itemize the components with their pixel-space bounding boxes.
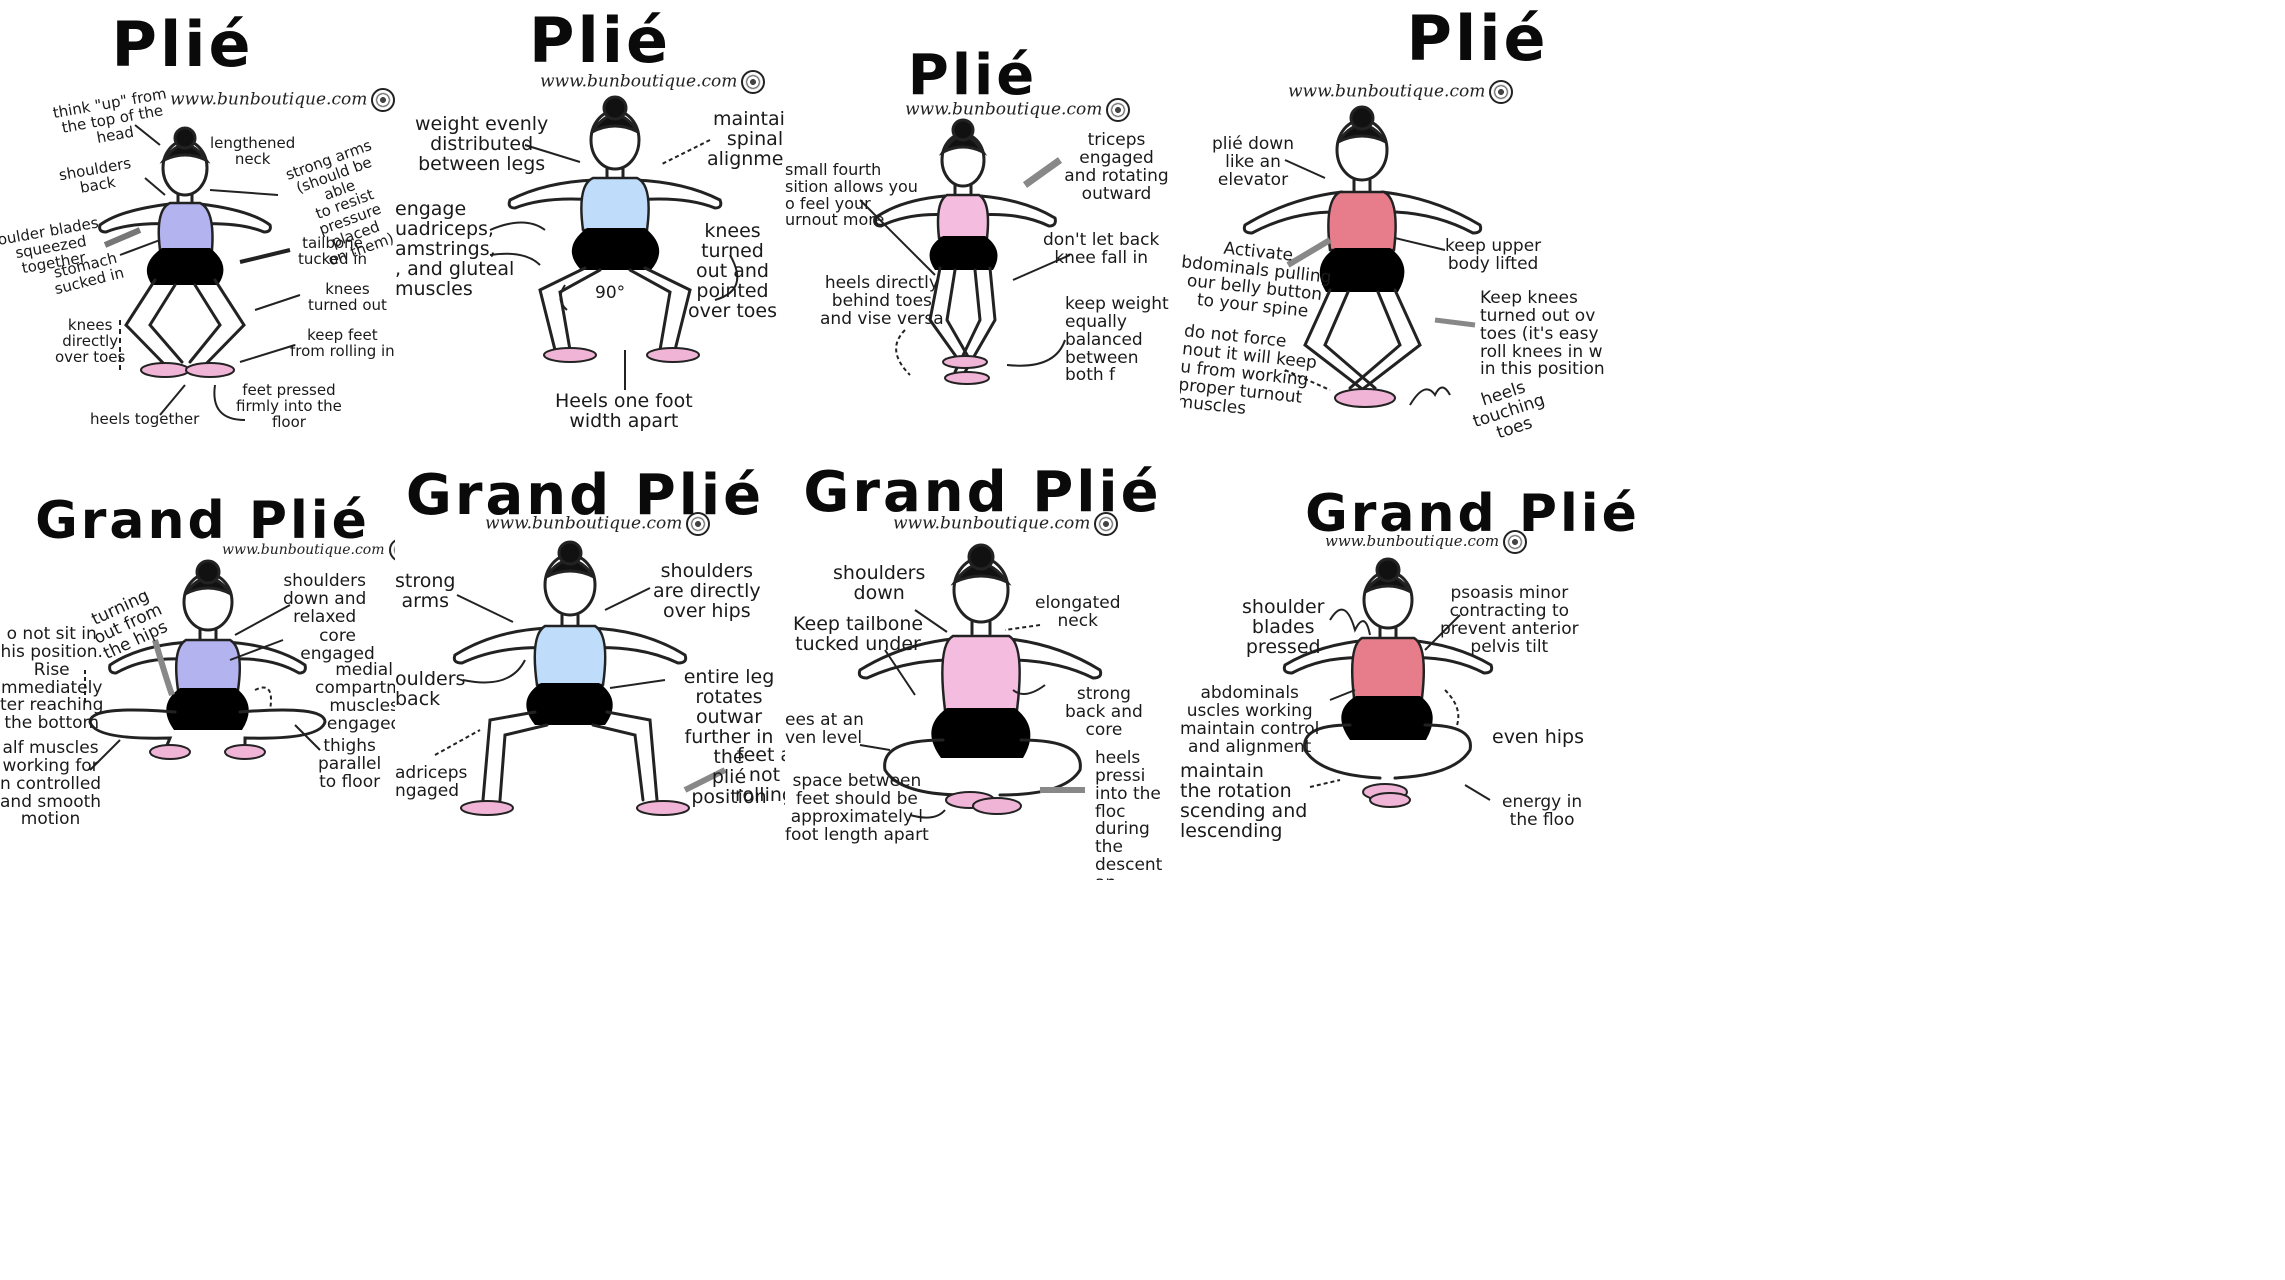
brand-site: www.bunboutique.com <box>905 98 1131 122</box>
note: do not force nout it will keep u from wo… <box>1180 321 1318 420</box>
rose-logo-icon <box>371 88 395 112</box>
panel-title: Plié <box>1406 2 1549 75</box>
note: knees turned out <box>308 280 387 314</box>
note: psoasis minor contracting to prevent ant… <box>1440 583 1579 657</box>
panel-title: Plié <box>111 8 254 81</box>
note: heels together <box>90 410 200 428</box>
note: maintain the rotation scending and lesce… <box>1180 760 1308 842</box>
panel-title: Grand Plié <box>803 460 1162 525</box>
note: keep upper body lifted <box>1445 236 1542 274</box>
rose-logo-icon <box>686 512 711 536</box>
note: 90° <box>595 283 626 303</box>
brand-site: www.bunboutique.com <box>222 538 395 562</box>
panel-3: Plié www.bunboutique.com triceps engaged… <box>785 0 1180 450</box>
note: shoulders are directly over hips <box>653 560 761 622</box>
panel-5: Grand Plié www.bunboutique.com turning o… <box>0 450 395 880</box>
dancer-figure <box>857 543 1103 819</box>
brand-site: www.bunboutique.com <box>170 88 395 112</box>
note: engage uadriceps, amstrings, , and glute… <box>395 198 515 300</box>
note: feet pressed firmly into the floor <box>236 381 342 431</box>
note: o not sit in his position. Rise mmediate… <box>0 624 104 734</box>
note: small fourth sition allows you o feel yo… <box>785 160 918 230</box>
note: Keep tailbone tucked under <box>793 613 924 655</box>
rose-logo-icon <box>741 70 766 94</box>
dancer-figure <box>1282 557 1494 808</box>
note: knees directly over toes <box>55 316 126 366</box>
dancer-figure <box>98 124 301 421</box>
dancer-figure <box>84 559 327 771</box>
note: keep feet from rolling in <box>290 326 395 360</box>
note: weight evenly distributed between legs <box>415 113 549 175</box>
note: heels directly behind toes and vise vers… <box>820 273 944 329</box>
note: Keep knees turned out ov toes (it's easy… <box>1480 288 1605 380</box>
note: triceps engaged and rotating outward <box>1064 130 1169 204</box>
note: shoulder blades pressed <box>1242 596 1325 658</box>
note: alf muscles working for n controlled and… <box>0 738 102 830</box>
note: abdominals uscles working maintain contr… <box>1180 683 1320 757</box>
dancer-figure <box>489 95 739 390</box>
note: heels pressi into the floc during the de… <box>1095 748 1163 880</box>
panel-7: Grand Plié www.bunboutique.com shoulders… <box>785 450 1180 880</box>
note: maintain spinal alignment <box>707 108 785 170</box>
panel-title: Plié <box>907 43 1038 108</box>
brand-site: www.bunboutique.com <box>893 512 1119 536</box>
note: strong arms <box>395 570 456 612</box>
note: tailbone tucked in <box>298 234 367 268</box>
panel-title: Grand Plié <box>35 491 370 551</box>
note: plié down like an elevator <box>1212 134 1294 190</box>
note: shoulders down <box>833 562 926 604</box>
brand-site: www.bunboutique.com <box>485 512 711 536</box>
panel-title: Grand Plié <box>1305 484 1640 544</box>
note: keep weight equally balanced between bot… <box>1065 294 1169 386</box>
dancer-figure <box>859 118 1071 385</box>
note: don't let back knee fall in <box>1043 230 1160 268</box>
dancer-figure <box>434 540 727 816</box>
panel-2: Plié www.bunboutique.com weight evenly d… <box>395 0 785 450</box>
note: lengthened neck <box>210 134 296 168</box>
panel-4: Plié www.bunboutique.com plié down like … <box>1180 0 2285 450</box>
note: strong back and core <box>1065 684 1143 740</box>
note: adriceps ngaged <box>395 763 468 801</box>
note: elongated neck <box>1035 593 1121 631</box>
panel-1: Plié www.bunboutique.com think "up" from… <box>0 0 395 450</box>
note: even hips <box>1492 726 1584 748</box>
panel-8: Grand Plié www.bunboutique.com shoulder … <box>1180 450 2285 880</box>
brand-site: www.bunboutique.com <box>540 70 766 94</box>
panel-title: Plié <box>529 4 671 77</box>
note: thighs parallel to floor <box>318 736 382 792</box>
note: Activate bdominals pulling our belly but… <box>1180 238 1333 322</box>
note: knees turned out and pointed over toes <box>687 220 778 322</box>
note: feet a not rolling <box>735 744 785 806</box>
rose-logo-icon <box>1106 98 1131 122</box>
rose-logo-icon <box>1094 512 1119 536</box>
note: Heels one foot width apart <box>555 390 693 432</box>
note: energy in the floo <box>1502 792 1583 830</box>
rose-logo-icon <box>1489 80 1514 104</box>
note: core engaged <box>300 626 375 664</box>
note: shoulders down and relaxed <box>283 571 367 627</box>
note: ees at an ven level <box>785 710 864 748</box>
rose-logo-icon <box>1503 530 1528 554</box>
brand-site: www.bunboutique.com <box>1288 80 1514 104</box>
note: oulders back <box>395 668 466 710</box>
brand-site: www.bunboutique.com <box>1325 530 1528 554</box>
note: space between feet should be approximate… <box>785 771 929 845</box>
panel-6: Grand Plié www.bunboutique.com strong ar… <box>395 450 785 880</box>
dancer-figure <box>1242 105 1483 408</box>
note: medial compartme muscles engaged <box>315 660 395 734</box>
note: entire leg rotates outwar further in the… <box>683 666 775 808</box>
